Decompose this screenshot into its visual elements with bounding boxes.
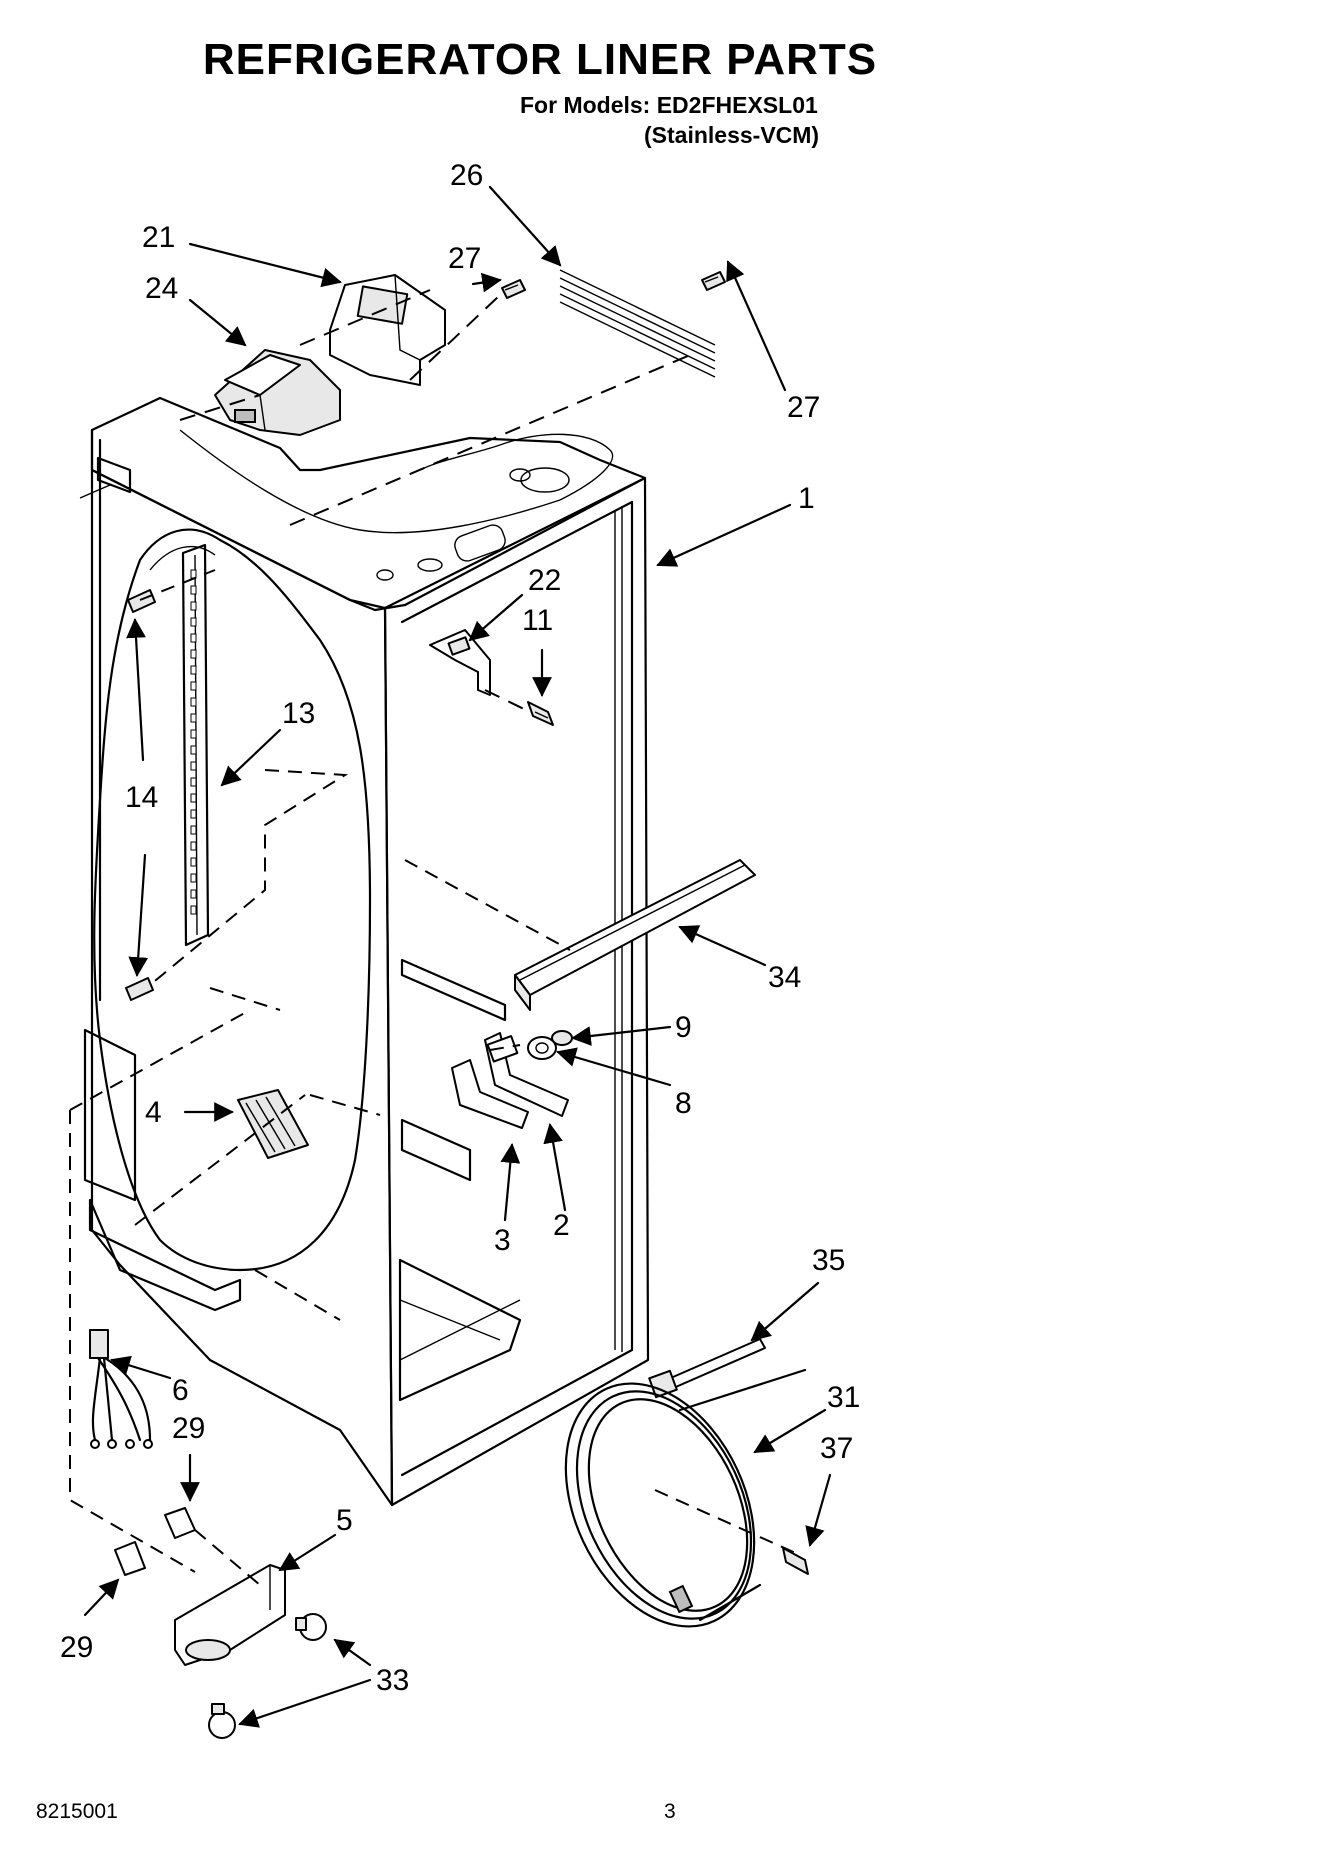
callout-11: 11 <box>522 604 553 637</box>
callout-2: 2 <box>553 1209 570 1242</box>
bulb-33-upper <box>295 1613 327 1641</box>
screw-14-bottom <box>125 977 154 1001</box>
refrigerator-liner <box>79 396 650 1507</box>
gasket-strip <box>559 269 716 378</box>
callout-29-lower: 29 <box>60 1631 93 1664</box>
rail-slot <box>190 905 197 915</box>
callout-13: 13 <box>282 697 315 730</box>
screw-37 <box>782 1547 809 1575</box>
callout-6: 6 <box>172 1374 189 1407</box>
rail-slot <box>190 729 197 739</box>
rail-slot <box>190 585 197 595</box>
screw-11 <box>527 701 554 726</box>
callout-31: 31 <box>827 1381 860 1414</box>
document-number: 8215001 <box>36 1800 118 1823</box>
bracket-22 <box>429 629 491 696</box>
rail-slot <box>190 681 197 691</box>
rail-slot <box>190 841 197 851</box>
screw-27-left <box>501 279 526 299</box>
callout-29-upper: 29 <box>172 1412 205 1445</box>
control-bracket <box>329 274 446 386</box>
rail-slot <box>190 777 197 787</box>
water-tube-31 <box>564 1368 807 1628</box>
page-title: REFRIGERATOR LINER PARTS <box>202 35 878 84</box>
rail-slot <box>190 761 197 771</box>
callout-1: 1 <box>798 482 815 515</box>
callout-labels: 26 21 27 24 27 1 22 11 13 14 34 9 8 4 3 … <box>60 159 860 1697</box>
rail-slot <box>190 857 197 867</box>
callout-21: 21 <box>142 221 175 254</box>
rail-slot <box>190 809 197 819</box>
page-number: 3 <box>664 1800 676 1823</box>
rail-slot <box>190 889 197 899</box>
callout-35: 35 <box>812 1244 845 1277</box>
model-variant: (Stainless-VCM) <box>644 122 820 148</box>
rail-slot <box>190 601 197 611</box>
washer-8 <box>527 1036 557 1060</box>
rail-slot <box>190 649 197 659</box>
rail-slot <box>190 745 197 755</box>
rail-slot <box>190 825 197 835</box>
model-number: For Models: ED2FHEXSL01 <box>520 92 818 118</box>
rail-slot <box>190 697 197 707</box>
crossbar-34 <box>514 859 756 1011</box>
callout-27-right: 27 <box>787 391 820 424</box>
wire-harness-6 <box>89 1329 153 1449</box>
callout-27-left: 27 <box>448 242 481 275</box>
rail-slot <box>190 873 197 883</box>
rail-slot <box>190 569 197 579</box>
control-housing <box>214 349 341 436</box>
screw-27-right <box>701 271 726 291</box>
callout-14: 14 <box>125 781 158 814</box>
callout-22: 22 <box>528 564 561 597</box>
socket-29-upper <box>164 1507 196 1539</box>
bulb-33-lower <box>208 1703 236 1739</box>
rail-slot <box>190 713 197 723</box>
assembly-lines <box>69 289 801 1586</box>
rail-slot <box>190 633 197 643</box>
rail-slot <box>190 665 197 675</box>
callout-8: 8 <box>675 1087 692 1120</box>
callout-9: 9 <box>675 1011 692 1044</box>
callout-4: 4 <box>145 1096 162 1129</box>
slide-3 <box>451 1059 529 1129</box>
rail-slot <box>190 793 197 803</box>
callout-24: 24 <box>145 272 178 305</box>
screw-14-top <box>127 589 156 613</box>
socket-29-lower <box>114 1541 146 1576</box>
callout-3: 3 <box>494 1224 511 1257</box>
callout-5: 5 <box>336 1504 353 1537</box>
rail-slot <box>190 617 197 627</box>
callout-34: 34 <box>768 961 801 994</box>
grille-4 <box>237 1089 309 1159</box>
shelf-rail <box>181 543 210 947</box>
leader-arrows <box>83 185 832 1728</box>
callout-37: 37 <box>820 1432 853 1465</box>
light-housing-5 <box>174 1564 286 1666</box>
callout-33: 33 <box>376 1664 409 1697</box>
callout-26: 26 <box>450 159 483 192</box>
